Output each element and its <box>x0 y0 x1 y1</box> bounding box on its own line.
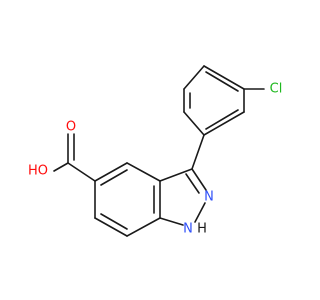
bond <box>94 217 128 237</box>
bond <box>194 202 206 223</box>
molecule-structure: HO O Cl N N H <box>28 65 282 237</box>
bond <box>53 162 69 172</box>
nh-nitrogen-label: N <box>183 222 193 237</box>
bond <box>159 217 184 226</box>
bond-inner <box>100 213 128 230</box>
hydroxyl-label: HO <box>28 164 48 179</box>
bond <box>126 162 161 182</box>
bond-inner <box>205 109 239 130</box>
bond <box>183 111 205 136</box>
bond <box>203 65 245 90</box>
bond-double <box>185 173 200 194</box>
bond-link <box>191 134 205 170</box>
bond <box>94 162 128 182</box>
bonds <box>53 65 265 237</box>
bond-inner <box>100 169 128 186</box>
chlorine-label: Cl <box>270 82 283 97</box>
bond-inner <box>205 71 239 92</box>
bond <box>159 168 193 182</box>
atom-labels: HO O Cl N N H <box>28 82 282 237</box>
carbonyl-oxygen-label: O <box>66 120 76 135</box>
ring-nitrogen-label: N <box>204 190 214 205</box>
bond <box>183 65 205 90</box>
bond <box>203 111 245 136</box>
bond <box>126 217 161 237</box>
bond <box>67 162 96 182</box>
bond-double <box>191 168 207 191</box>
nh-hydrogen-label: H <box>197 222 207 237</box>
